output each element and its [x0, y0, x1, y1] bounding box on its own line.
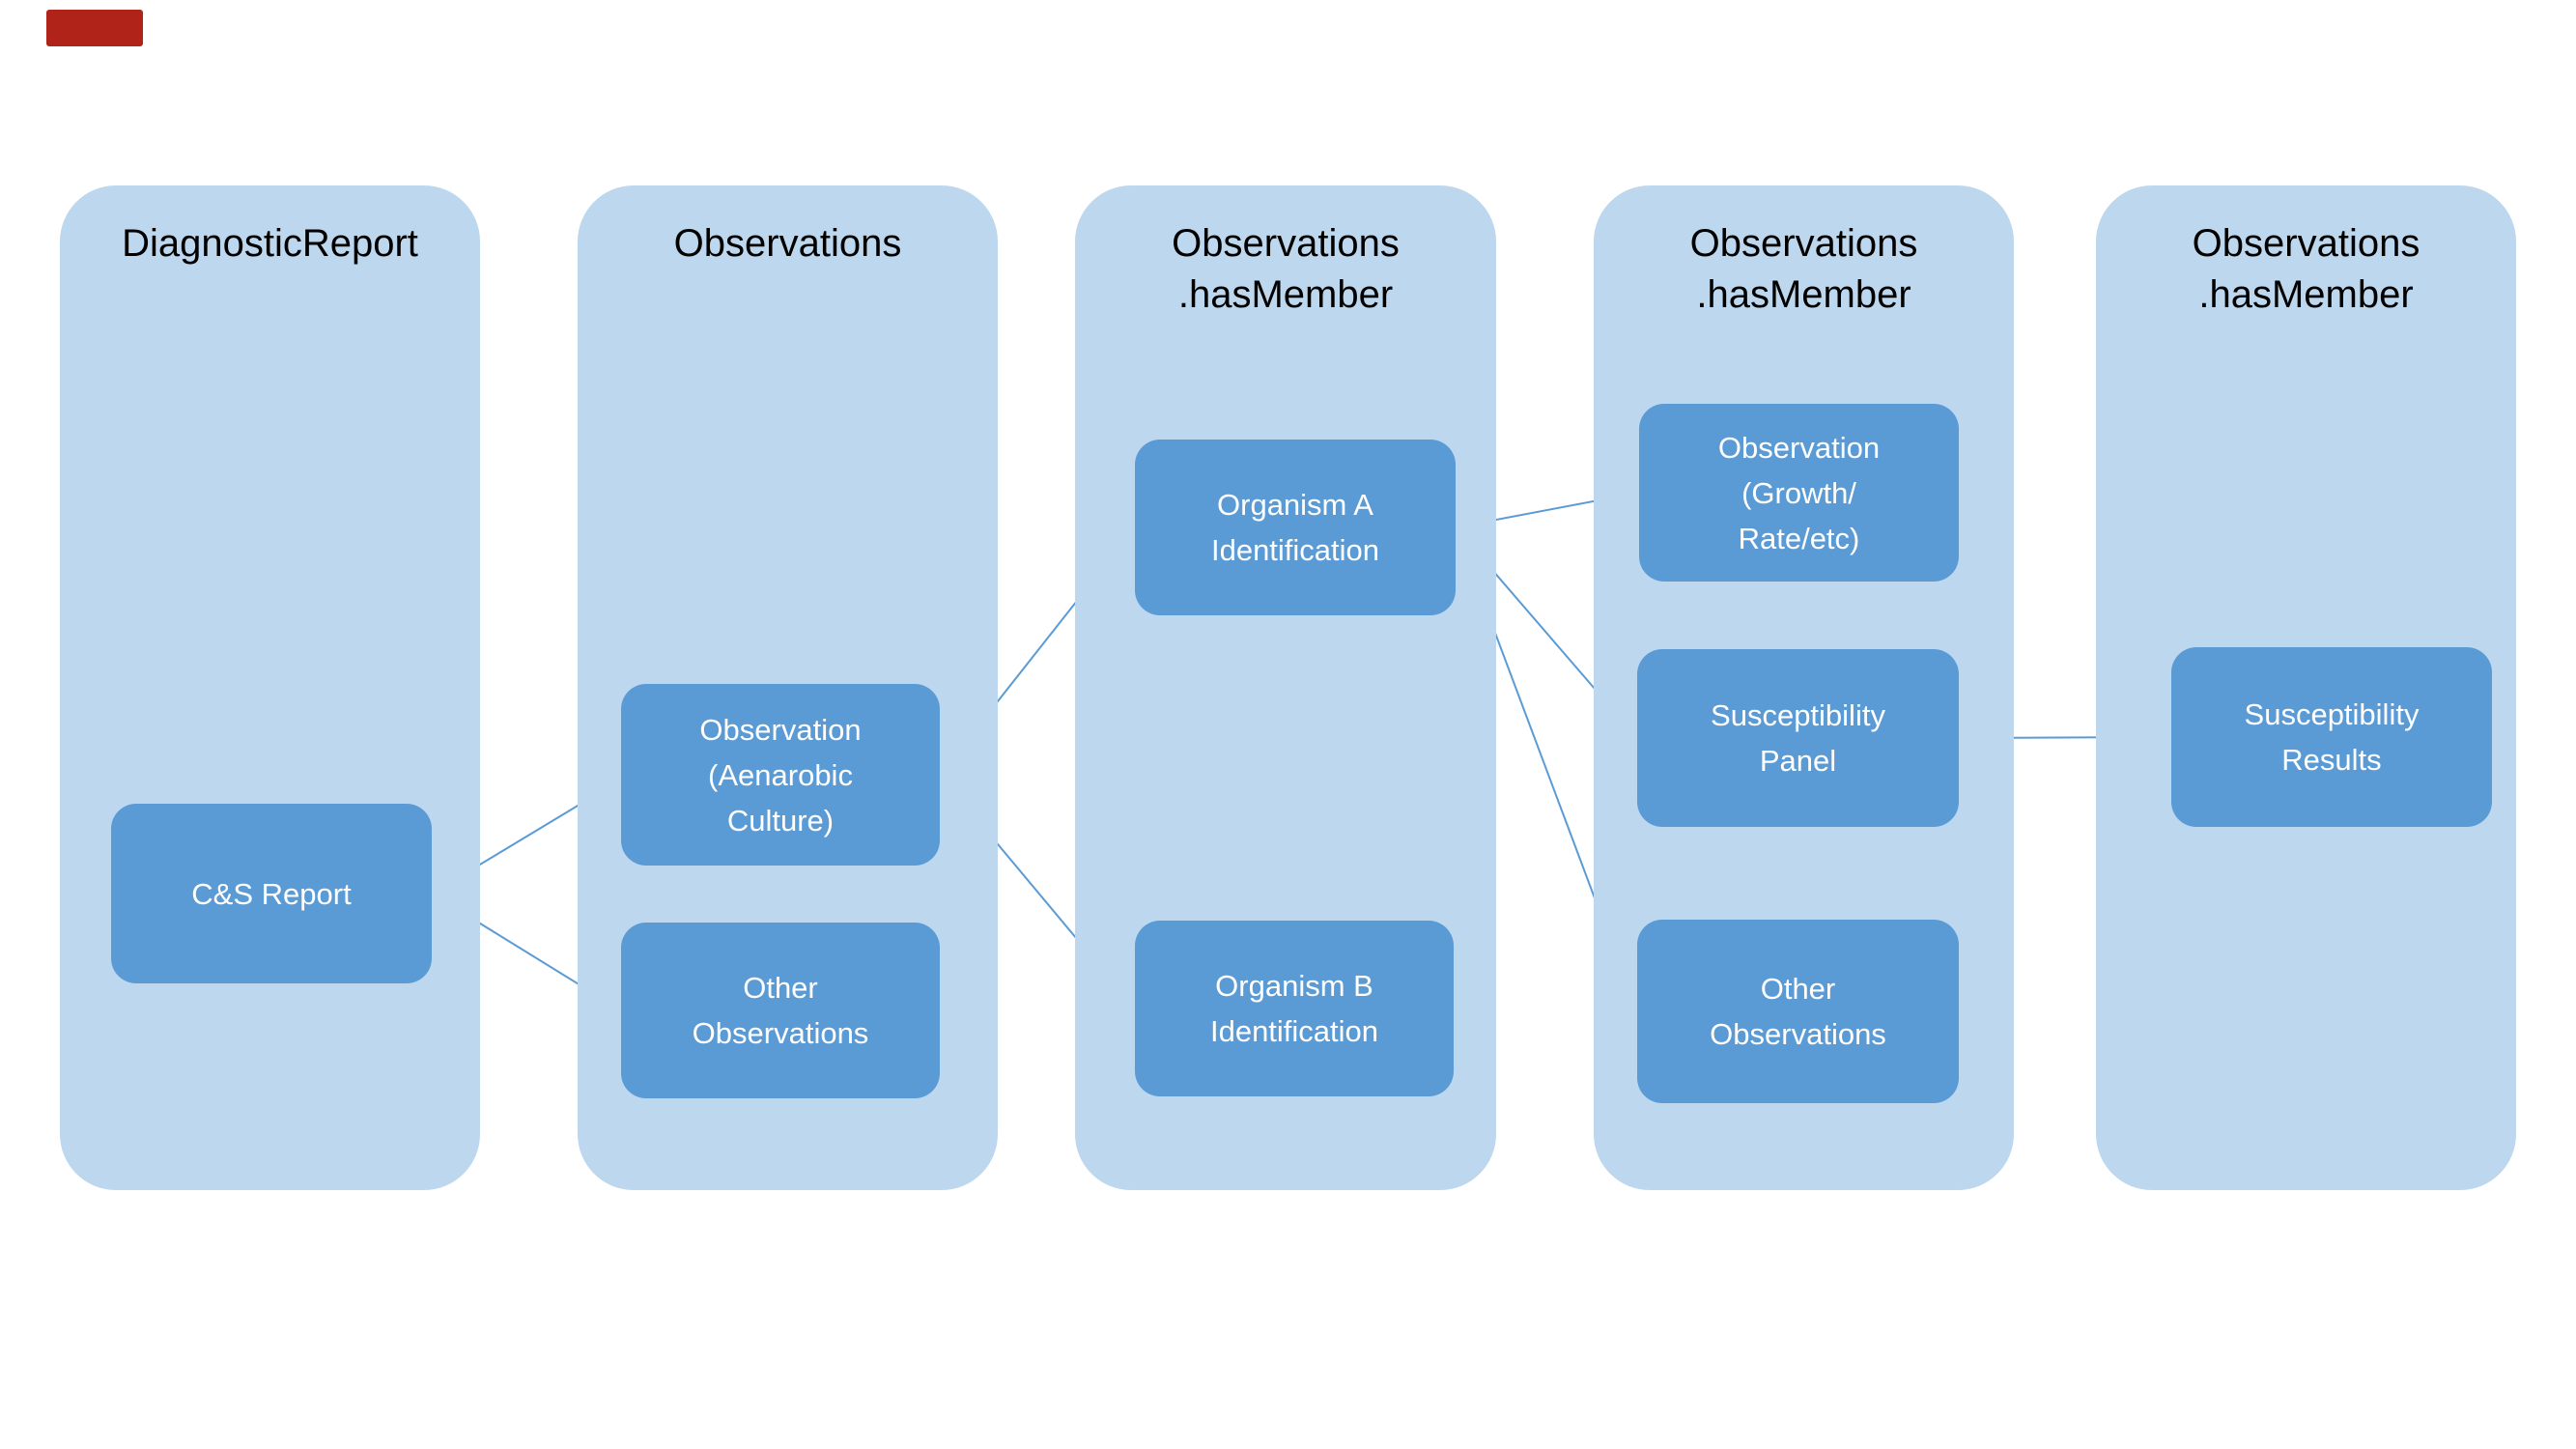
node-susceptibility-results: Susceptibility Results: [2171, 647, 2492, 827]
node-observation-growth-rate: Observation (Growth/ Rate/etc): [1639, 404, 1959, 582]
node-label-organism-b-identification: Organism B Identification: [1209, 969, 1379, 1048]
node-label-organism-a-identification: Organism A Identification: [1210, 488, 1380, 567]
node-other-observations-col4: Other Observations: [1637, 920, 1959, 1103]
column-header-hasmember-1: Observations .hasMember: [1172, 222, 1400, 316]
node-label-susceptibility-results: Susceptibility Results: [2244, 697, 2420, 777]
column-header-diagnosticreport: DiagnosticReport: [122, 222, 418, 265]
node-label-cs-report: C&S Report: [191, 876, 352, 911]
column-header-hasmember-2: Observations .hasMember: [1689, 222, 1918, 316]
node-organism-b-identification: Organism B Identification: [1135, 921, 1454, 1096]
column-diagnosticreport: DiagnosticReport: [60, 185, 480, 1190]
node-cs-report: C&S Report: [111, 804, 432, 983]
node-susceptibility-panel: Susceptibility Panel: [1637, 649, 1959, 827]
column-header-observations: Observations: [673, 222, 902, 265]
node-label-observation-growth-rate: Observation (Growth/ Rate/etc): [1717, 430, 1881, 555]
node-organism-a-identification: Organism A Identification: [1135, 440, 1456, 615]
node-label-other-observations-col2: Other Observations: [692, 971, 869, 1050]
red-corner-marker: [46, 10, 143, 46]
node-observation-aenarobic-culture: Observation (Aenarobic Culture): [621, 684, 940, 866]
node-label-observation-aenarobic-culture: Observation (Aenarobic Culture): [699, 712, 862, 838]
column-header-hasmember-3: Observations .hasMember: [2192, 222, 2420, 316]
node-label-susceptibility-panel: Susceptibility Panel: [1711, 698, 1885, 778]
node-label-other-observations-col4: Other Observations: [1710, 972, 1886, 1051]
node-other-observations-col2: Other Observations: [621, 923, 940, 1098]
